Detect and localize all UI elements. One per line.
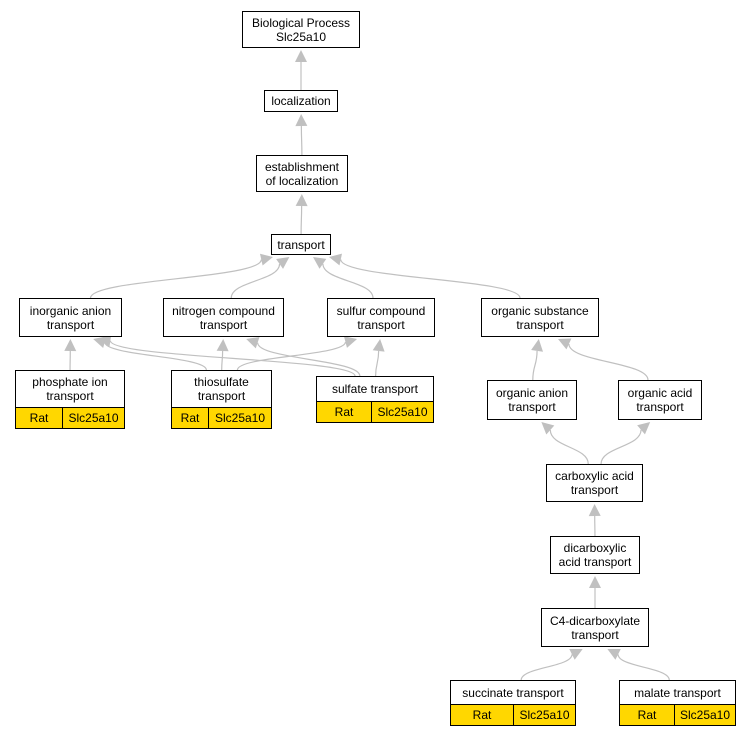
edge-malate-to-c4 [617,654,670,681]
term-label: establishment of localization [264,159,340,188]
edge-succinate-to-c4 [520,654,573,681]
edge-thiosulfate-to-nitrogen [221,350,224,371]
arrowhead-icon [531,339,543,352]
arrowhead-icon [216,339,229,352]
term-label: succinate transport [462,685,564,700]
arrowhead-icon [246,337,260,349]
arrowhead-icon [569,649,583,660]
term-label: organic acid transport [627,386,693,414]
arrowhead-icon [558,338,572,350]
arrowhead-icon [98,334,112,347]
edge-inorganic-to-transport [89,259,262,299]
edge-sulfate-to-inorganic [109,340,356,377]
term-label: inorganic anion transport [29,303,112,332]
arrowhead-icon [295,50,307,62]
arrowhead-icon [329,253,342,266]
term-label: transport [277,237,325,252]
species-cell: Rat [16,408,62,428]
gene-cell: Slc25a10 [513,705,575,725]
term-label: nitrogen compound transport [172,303,275,332]
arrowhead-icon [64,339,77,352]
edge-sulfate-to-sulfur [375,350,380,377]
arrowhead-icon [276,257,290,269]
term-label: organic substance transport [491,303,589,332]
edge-carboxylic-to-organic_acid [600,429,642,465]
edge-organic_sub-to-transport [340,259,521,299]
species-cell: Rat [451,705,513,725]
term-node-bp[interactable]: Biological Process Slc25a10 [242,11,360,48]
edge-nitrogen-to-transport [230,263,281,299]
gene-cell: Slc25a10 [371,402,433,422]
edge-thiosulfate-to-inorganic [104,341,207,371]
term-label: phosphate ion transport [32,375,108,403]
arrowhead-icon [313,257,327,269]
term-node-organic-acid[interactable]: organic acid transport [618,380,702,420]
term-node-carboxylic[interactable]: carboxylic acid transport [546,464,643,502]
term-label: Biological Process Slc25a10 [251,15,351,44]
edge-carboxylic-to-organic_anion [549,429,589,465]
term-node-sulfur[interactable]: sulfur compound transport [327,298,435,337]
term-label: dicarboxylic acid transport [558,541,632,569]
term-label: organic anion transport [495,386,569,414]
term-node-localization[interactable]: localization [264,90,338,112]
term-node-establishment[interactable]: establishment of localization [256,155,348,192]
term-label: sulfur compound transport [336,303,426,332]
edge-sulfate-to-nitrogen [257,342,361,377]
arrowhead-icon [588,504,601,517]
term-node-c4[interactable]: C4-dicarboxylate transport [541,608,649,647]
arrowhead-icon [637,422,651,435]
edge-transport-to-establishment [300,205,303,235]
arrowhead-icon [295,114,308,127]
term-node-organic-sub[interactable]: organic substance transport [481,298,599,337]
term-node-nitrogen[interactable]: nitrogen compound transport [163,298,284,337]
gene-cell: Slc25a10 [674,705,735,725]
term-label: C4-dicarboxylate transport [549,613,641,642]
term-label: sulfate transport [331,382,419,396]
edge-organic_anion-to-organic_sub [532,350,538,381]
gene-cell: Slc25a10 [62,408,124,428]
term-label: thiosulfate transport [194,375,249,403]
arrowhead-icon [372,339,385,352]
term-label: localization [271,94,331,108]
species-cell: Rat [317,402,371,422]
term-node-dicarboxylic[interactable]: dicarboxylic acid transport [550,536,640,574]
term-node-organic-anion[interactable]: organic anion transport [487,380,577,420]
arrowhead-icon [607,649,621,660]
species-cell: Rat [620,705,674,725]
edge-organic_acid-to-organic_sub [568,343,649,381]
term-node-inorganic[interactable]: inorganic anion transport [19,298,122,337]
arrowhead-icon [343,336,358,348]
species-cell: Rat [172,408,208,428]
arrowhead-icon [541,422,555,435]
term-node-transport[interactable]: transport [271,234,331,255]
arrowhead-icon [295,194,308,207]
term-label: malate transport [634,685,721,700]
gene-cell: Slc25a10 [208,408,271,428]
edge-sulfur-to-transport [322,263,374,299]
arrowhead-icon [589,576,601,588]
arrowhead-icon [259,253,273,266]
term-label: carboxylic acid transport [555,469,634,497]
edge-establishment-to-localization [300,125,303,156]
